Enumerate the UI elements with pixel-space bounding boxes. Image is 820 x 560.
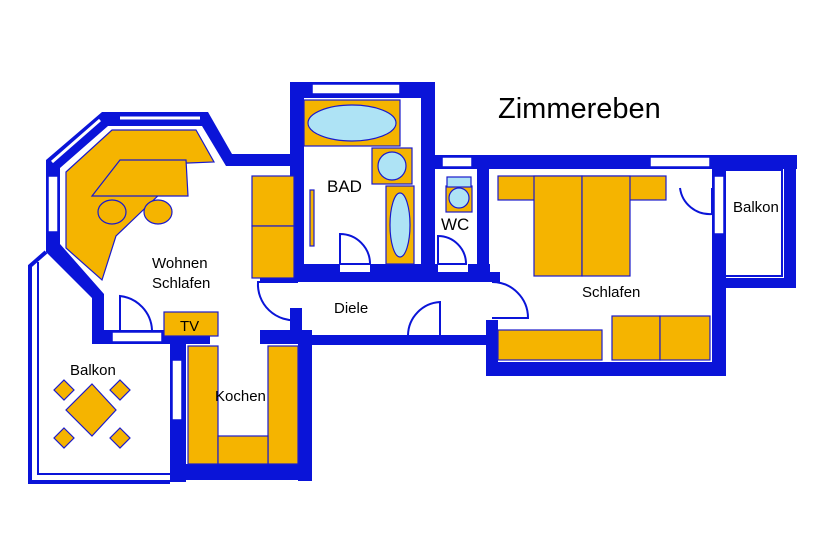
- wardrobe-bedroom-left: [611, 315, 661, 361]
- stool-right: [143, 199, 173, 225]
- kitchen-wall-bottom: [170, 464, 300, 480]
- door-bath[interactable]: [339, 232, 372, 265]
- door-living-hall[interactable]: [256, 281, 299, 322]
- room-label-tv: TV: [180, 318, 199, 335]
- room-label-schlafen-living: Schlafen: [152, 275, 210, 292]
- windows: [47, 83, 725, 421]
- chair-top-right: [109, 379, 131, 401]
- window-bedroom: [649, 156, 711, 168]
- coffee-table: [90, 159, 189, 197]
- bathtub-basin: [307, 104, 397, 142]
- doors: [119, 187, 713, 336]
- window-bath: [311, 83, 401, 95]
- door-balcony-right[interactable]: [679, 187, 713, 216]
- kitchen-counter-right: [267, 345, 299, 465]
- bath-wall-right: [421, 82, 435, 274]
- door-stop-bath: [309, 189, 315, 247]
- bath-fixtures: [307, 104, 472, 258]
- door-bedroom[interactable]: [491, 281, 530, 319]
- sink-basin: [377, 151, 407, 181]
- window-diagonal-left: [51, 116, 200, 164]
- window-kitchen: [171, 359, 183, 421]
- room-label-schlafen: Schlafen: [582, 284, 640, 301]
- balcony-left: [28, 250, 170, 484]
- wardrobe-living-lower: [251, 225, 295, 279]
- kitchen-wall-top-right: [260, 330, 312, 344]
- room-label-balkon-right: Balkon: [733, 199, 779, 216]
- wc-wall-right: [477, 155, 489, 273]
- room-label-wc: WC: [441, 215, 469, 234]
- sideboard: [497, 329, 603, 361]
- balcony-right-frame: [723, 169, 783, 277]
- living-wall-left: [46, 232, 104, 330]
- bedroom-wall-left-lower: [486, 320, 498, 375]
- bed-left: [533, 175, 583, 277]
- window-balcony-right: [713, 175, 725, 235]
- chair-top-left: [53, 379, 75, 401]
- bath-wall-bottom-left: [290, 264, 340, 274]
- room-label-wohnen: Wohnen: [152, 255, 208, 272]
- hall-wall-bottom: [298, 335, 498, 345]
- door-wc[interactable]: [437, 234, 468, 265]
- balcony-table: [65, 383, 117, 437]
- room-label-kochen: Kochen: [215, 388, 266, 405]
- wardrobe-bedroom-right: [659, 315, 711, 361]
- bed-right: [581, 175, 631, 277]
- hall-wall-top: [260, 272, 500, 282]
- wc-wall-bottom: [468, 264, 490, 274]
- bedroom-wall-top: [477, 155, 797, 169]
- toilet-tank: [446, 176, 472, 188]
- window-living-bottom: [111, 331, 163, 343]
- wardrobe-living-upper: [251, 175, 295, 227]
- door-hall-entry[interactable]: [407, 300, 441, 336]
- kitchen-counter-bottom: [217, 435, 269, 465]
- chair-bottom-left: [53, 427, 75, 449]
- shower-basin: [389, 192, 411, 258]
- plan-title: Zimmereben: [498, 93, 661, 125]
- bath-wall-bottom-mid: [370, 264, 438, 274]
- door-living-balcony[interactable]: [119, 294, 153, 332]
- window-wc: [441, 156, 473, 168]
- toilet-bowl: [448, 187, 470, 209]
- room-label-balkon-left: Balkon: [70, 362, 116, 379]
- kitchen-wall-right: [298, 335, 312, 481]
- kitchen-counter-left: [187, 345, 219, 465]
- room-label-diele: Diele: [334, 300, 368, 317]
- room-label-bad: BAD: [327, 177, 362, 196]
- tv-stand: [163, 311, 219, 337]
- balcony-right-bottom: [712, 278, 796, 288]
- window-living-left: [47, 175, 59, 233]
- stool-left: [97, 199, 127, 225]
- chair-bottom-right: [109, 427, 131, 449]
- balcony-right-outer: [784, 155, 796, 287]
- bedroom-wall-bottom: [486, 362, 726, 376]
